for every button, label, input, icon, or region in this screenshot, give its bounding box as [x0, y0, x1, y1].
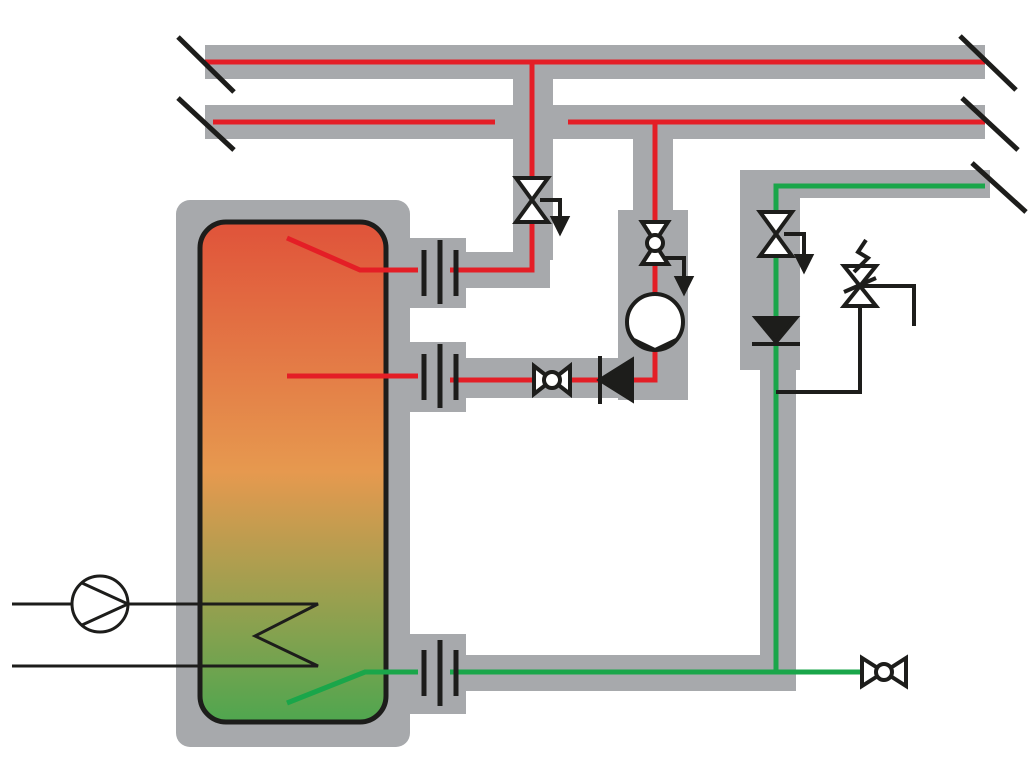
check-valve-icon [596, 356, 634, 404]
tank-flanges [421, 240, 459, 706]
safety-valve-icon [776, 238, 916, 394]
cold-shutoff-valve-icon [756, 210, 815, 275]
hot-water-pipes [205, 59, 985, 383]
isolation-valve-icon [532, 361, 572, 399]
drain-valve-icon [860, 654, 908, 690]
cold-check-valve-icon [751, 316, 801, 346]
pipe-break-marks [176, 34, 1028, 214]
circulation-pump-icon [625, 292, 685, 353]
storage-tank [197, 219, 389, 725]
shutoff-valve-icon [512, 176, 571, 237]
heat-exchanger-coil [12, 602, 319, 668]
cold-water-pipes [286, 183, 985, 706]
charging-pump-icon [70, 574, 132, 634]
circulation-valve-icon [638, 220, 695, 297]
